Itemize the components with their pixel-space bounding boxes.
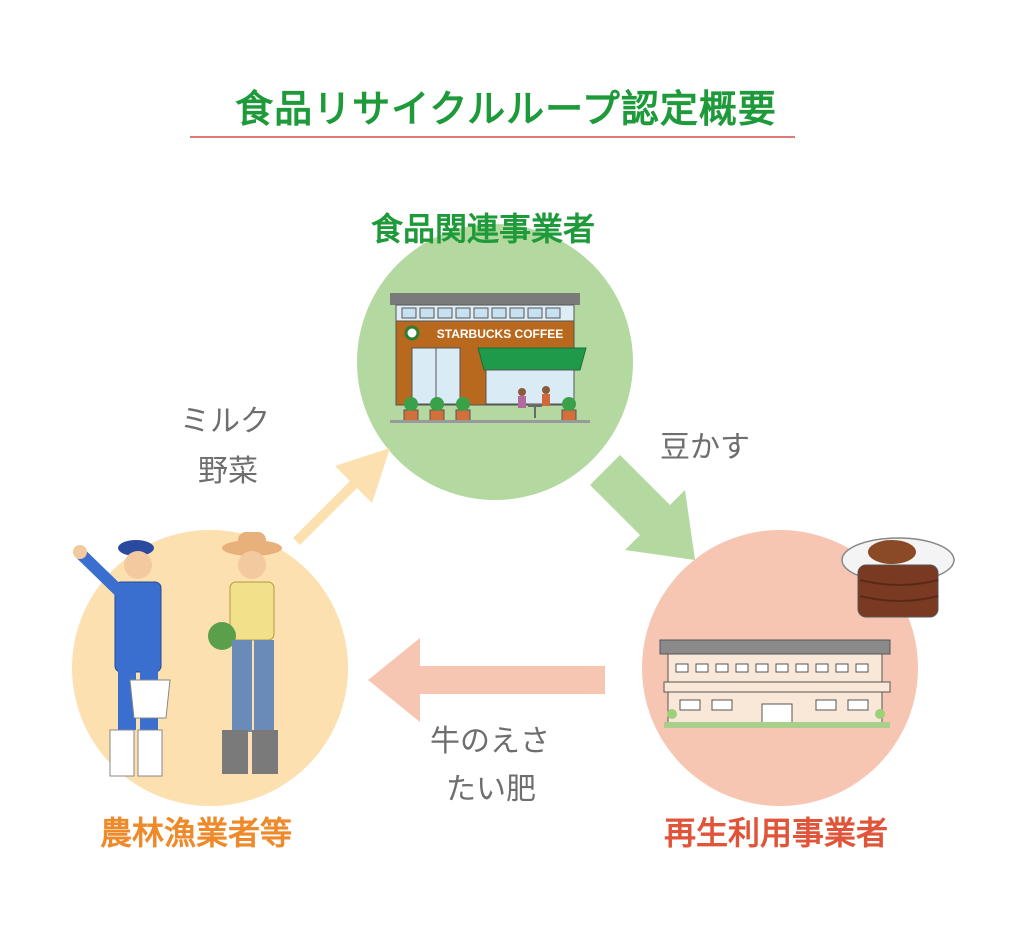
compost-jar-illustration bbox=[841, 537, 955, 618]
coffee-shop-illustration: STARBUCKS COFFEE bbox=[390, 293, 590, 423]
store-sign: STARBUCKS COFFEE bbox=[437, 327, 563, 341]
farmers-illustration bbox=[73, 532, 282, 777]
flow-feed-label: 牛のえさ bbox=[430, 724, 550, 759]
farmers-label: 農林漁業者等 bbox=[100, 814, 293, 852]
arrow-food-to-recycler bbox=[590, 455, 695, 560]
arrow-recycler-to-farm bbox=[368, 638, 605, 722]
factory-illustration bbox=[659, 639, 891, 728]
arrow-farm-to-food bbox=[293, 448, 390, 545]
title-underline bbox=[190, 136, 795, 138]
flow-vegetables-label: 野菜 bbox=[198, 454, 258, 489]
page-title: 食品リサイクルループ認定概要 bbox=[235, 87, 777, 131]
flow-okara-label: 豆かす bbox=[660, 430, 750, 465]
flow-compost-label: たい肥 bbox=[446, 772, 536, 807]
flow-milk-label: ミルク bbox=[180, 404, 270, 439]
food-business-label: 食品関連事業者 bbox=[371, 210, 596, 248]
recycler-label: 再生利用事業者 bbox=[664, 814, 889, 852]
